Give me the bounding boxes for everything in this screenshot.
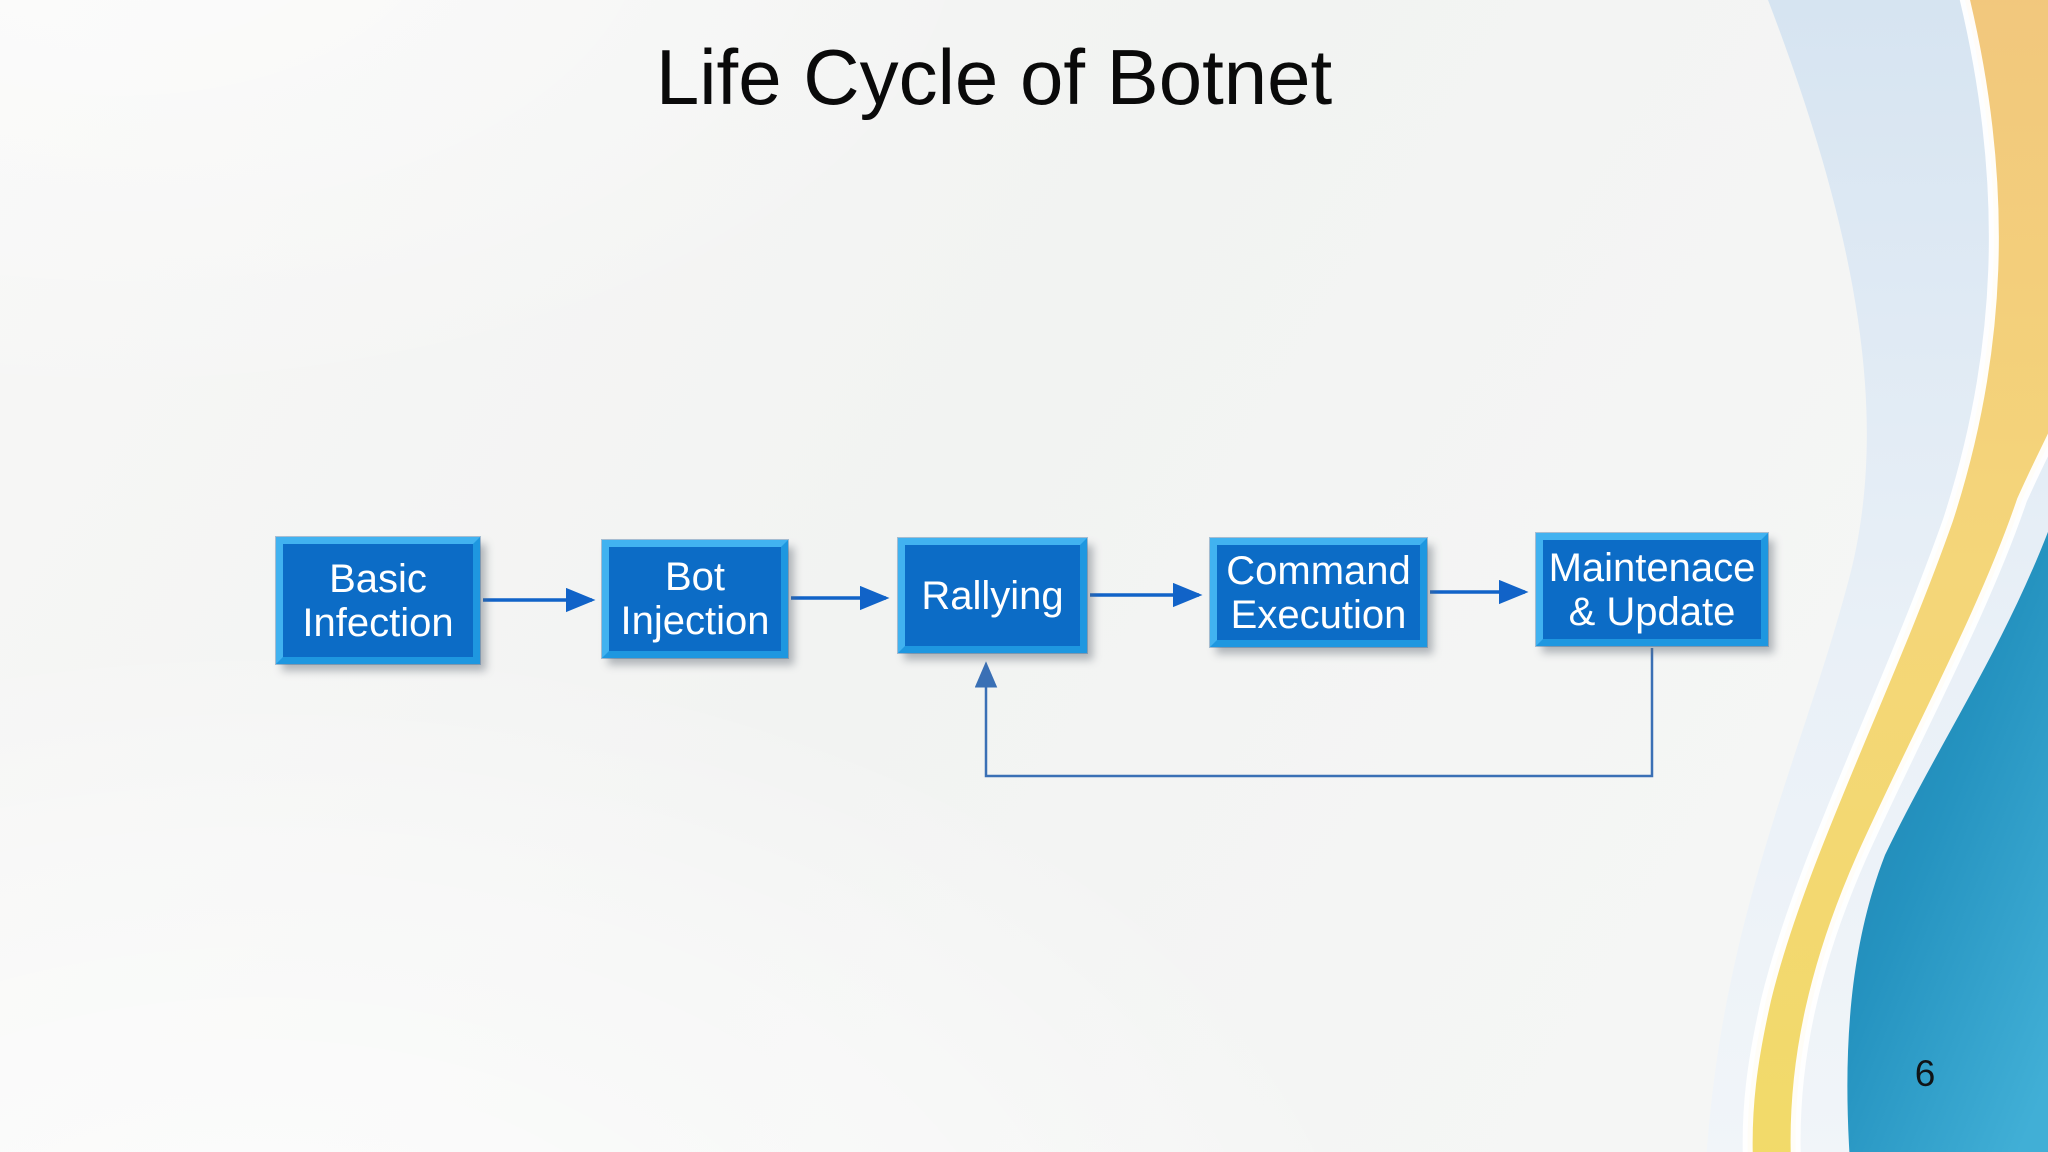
- page-number: 6: [1914, 1053, 1936, 1094]
- node-maintenance-update: Maintenace & Update: [1536, 533, 1768, 646]
- node-label: Basic Infection: [302, 556, 454, 645]
- node-label: Bot Injection: [620, 555, 770, 643]
- node-bot-injection: Bot Injection: [602, 540, 788, 658]
- swoosh-yellow-ribbon: [1742, 0, 2048, 1152]
- node-label: Command Execution: [1226, 548, 1411, 637]
- node-label: Rallying: [921, 573, 1064, 618]
- node-command-execution: Command Execution: [1210, 538, 1427, 647]
- arrow-feedback-maintenance-to-rallying: [974, 648, 1654, 778]
- node-label: Maintenace & Update: [1548, 545, 1756, 634]
- slide-title: Life Cycle of Botnet: [655, 33, 1333, 121]
- node-basic-infection: Basic Infection: [276, 537, 480, 664]
- background-sheen-bottom-left: [0, 630, 1366, 1152]
- node-rallying: Rallying: [898, 538, 1087, 653]
